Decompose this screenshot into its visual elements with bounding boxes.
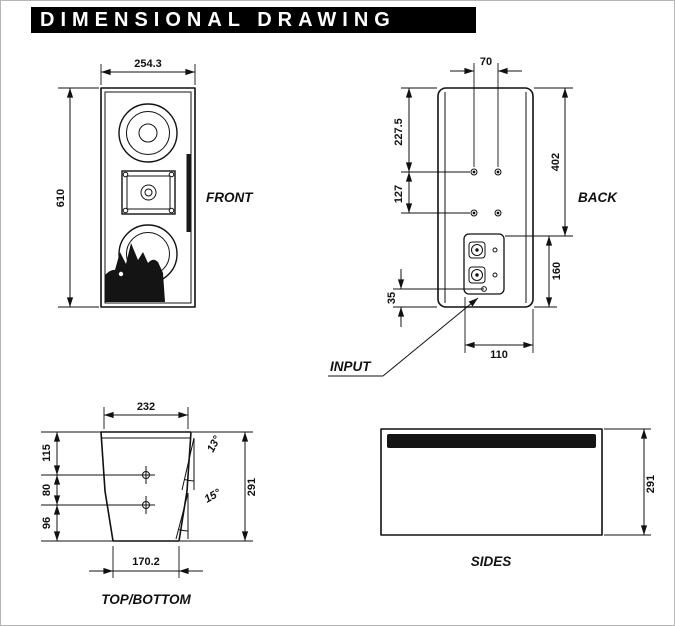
back-input-callout: INPUT bbox=[328, 297, 479, 377]
sides-height-dimension: 291 bbox=[604, 428, 657, 536]
back-bottom-width-dimension: 110 bbox=[464, 297, 534, 361]
sides-height-value: 291 bbox=[645, 475, 657, 493]
input-label: INPUT bbox=[330, 359, 372, 374]
front-silhouette-dot bbox=[118, 271, 124, 277]
back-cabinet-outline bbox=[437, 87, 534, 308]
back-view: 70 227.5 127 402 1 bbox=[328, 56, 618, 377]
back-upper-holes-value: 227.5 bbox=[393, 118, 405, 146]
sides-cabinet-outline bbox=[380, 428, 603, 536]
back-panel-span-value: 160 bbox=[551, 262, 563, 280]
back-bottom-offset-value: 35 bbox=[386, 292, 398, 304]
front-view-label: FRONT bbox=[206, 190, 254, 205]
back-bottom-offset-dimension: 35 bbox=[386, 269, 484, 327]
front-grille-silhouette bbox=[105, 243, 165, 302]
sides-view: 291 SIDES bbox=[380, 428, 657, 569]
input-leader-line bbox=[382, 297, 479, 377]
top-bottom-view: 13° 15° 232 11 bbox=[41, 401, 258, 607]
front-width-232-dimension: 232 bbox=[103, 401, 189, 429]
back-panel-span-dimension: 160 bbox=[534, 236, 563, 308]
back-hole-rows-value: 127 bbox=[393, 185, 405, 203]
depth-mid-value: 80 bbox=[41, 484, 53, 496]
depth-rear-value: 96 bbox=[41, 517, 53, 529]
back-panel-top-value: 402 bbox=[550, 153, 562, 171]
page-title: DIMENSIONAL DRAWING bbox=[40, 9, 396, 31]
back-upper-holes-dimension: 227.5 bbox=[393, 87, 470, 173]
rear-width-dimension: 170.2 bbox=[89, 546, 203, 578]
sides-grille-strip bbox=[387, 434, 596, 448]
front-view: 254.3 610 FRONT bbox=[55, 58, 254, 308]
back-input-panel bbox=[463, 233, 505, 295]
back-hole-spacing-value: 70 bbox=[480, 56, 492, 68]
rear-width-value: 170.2 bbox=[132, 556, 160, 568]
back-panel-top-dimension: 402 bbox=[505, 87, 573, 237]
sides-view-label: SIDES bbox=[471, 554, 512, 569]
top-bottom-outline bbox=[100, 431, 192, 542]
total-depth-dimension: 291 bbox=[180, 431, 258, 542]
front-side-port bbox=[186, 154, 191, 232]
lower-angle-annotation: 15° bbox=[175, 487, 224, 540]
back-bottom-width-value: 110 bbox=[490, 349, 508, 361]
page-title-bar: DIMENSIONAL DRAWING bbox=[31, 7, 476, 33]
front-top-woofer bbox=[118, 103, 178, 163]
front-horn-tweeter bbox=[121, 170, 176, 215]
back-view-label: BACK bbox=[578, 190, 618, 205]
lower-angle-value: 15° bbox=[203, 487, 224, 506]
front-width-232-value: 232 bbox=[137, 401, 155, 413]
front-height-value: 610 bbox=[55, 189, 67, 207]
upper-angle-value: 13° bbox=[205, 434, 224, 455]
total-depth-value: 291 bbox=[246, 478, 258, 496]
back-mounting-holes bbox=[470, 168, 502, 217]
back-hole-rows-dimension: 127 bbox=[393, 172, 470, 214]
front-height-dimension: 610 bbox=[55, 87, 99, 308]
depth-front-value: 115 bbox=[41, 444, 53, 462]
back-hole-spacing-dimension: 70 bbox=[450, 56, 522, 167]
front-width-dimension: 254.3 bbox=[100, 58, 196, 85]
top-bottom-view-label: TOP/BOTTOM bbox=[101, 592, 191, 607]
front-cabinet-outline bbox=[100, 87, 196, 308]
front-width-value: 254.3 bbox=[134, 58, 162, 70]
driver-center-marks bbox=[137, 466, 155, 514]
depth-chain-dimension: 115 80 96 bbox=[41, 431, 146, 542]
